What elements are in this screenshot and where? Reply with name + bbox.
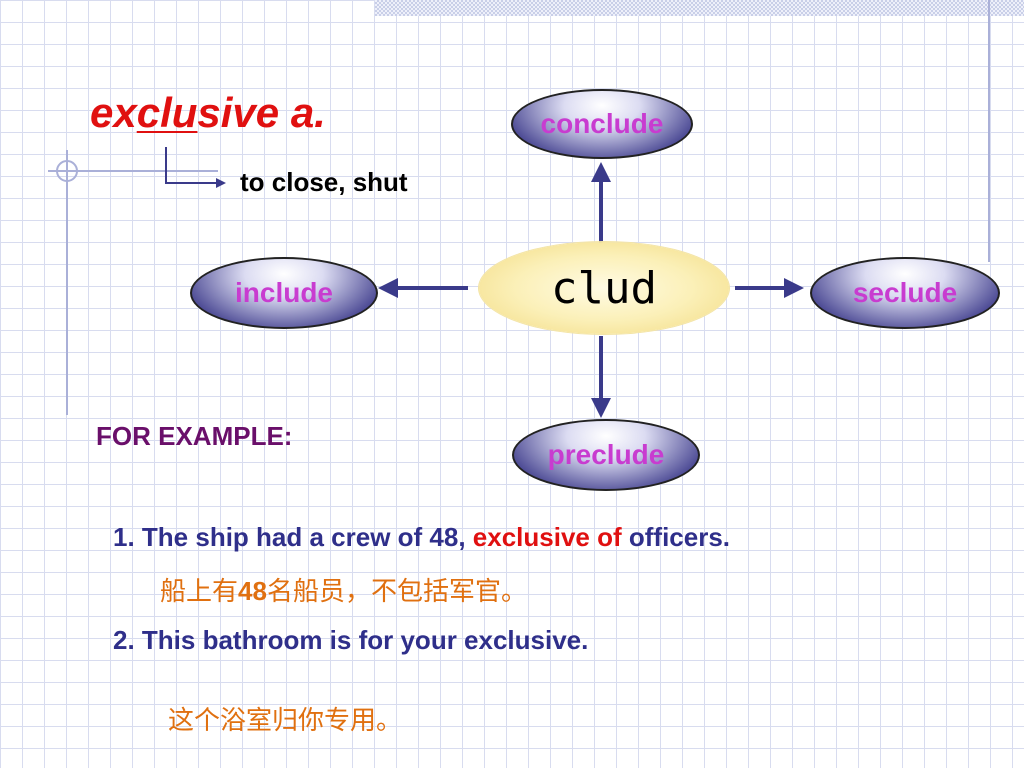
- node-preclude: preclude: [512, 419, 700, 491]
- node-conclude-label: conclude: [540, 108, 664, 139]
- example-1-before: 1. The ship had a crew of 48,: [113, 522, 473, 552]
- meaning-connector: [165, 147, 226, 188]
- node-seclude: seclude: [810, 257, 1000, 329]
- example-1-after: officers.: [621, 522, 731, 552]
- title-prefix: ex: [90, 89, 137, 136]
- title-suffix: sive a.: [197, 89, 326, 136]
- examples-heading: FOR EXAMPLE:: [96, 421, 293, 451]
- title-root: clu: [136, 89, 198, 136]
- example-1-keyword: exclusive of: [472, 522, 622, 552]
- node-root-clud: clud: [479, 242, 729, 334]
- node-include: include: [190, 257, 378, 329]
- example-2: 2. This bathroom is for your exclusive.: [113, 625, 589, 655]
- node-seclude-label: seclude: [852, 277, 958, 308]
- word-title: exclusive a.: [90, 92, 326, 134]
- node-preclude-label: preclude: [547, 439, 665, 470]
- header-pattern-band: [375, 0, 1024, 16]
- left-frame-line: [66, 150, 68, 415]
- translation-1-before: 船上有: [160, 577, 239, 607]
- root-meaning: to close, shut: [240, 167, 408, 197]
- node-include-label: include: [234, 277, 333, 308]
- node-root-label: clud: [551, 262, 657, 314]
- node-conclude: conclude: [511, 89, 693, 159]
- cross-circle-ornament: [56, 160, 78, 182]
- example-1-translation: 船上有48名船员，不包括军官。: [160, 571, 527, 608]
- example-2-translation: 这个浴室归你专用。: [168, 706, 403, 736]
- left-cross-line: [48, 170, 218, 172]
- right-frame-line: [988, 0, 990, 262]
- example-1: 1. The ship had a crew of 48, exclusive …: [113, 522, 730, 553]
- translation-1-after: 名船员，不包括军官。: [266, 577, 527, 607]
- translation-1-number: 48: [238, 576, 267, 606]
